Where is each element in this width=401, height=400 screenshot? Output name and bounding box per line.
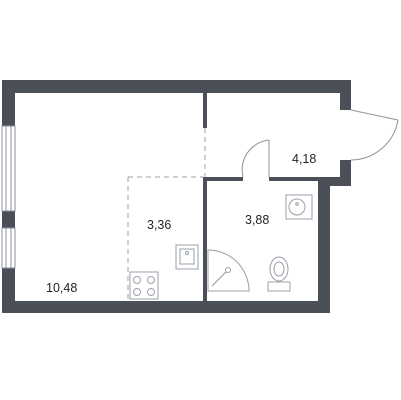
room-area-bathroom: 3,88 xyxy=(245,213,269,227)
stove-icon xyxy=(129,271,159,300)
sink-icon xyxy=(175,244,199,270)
interior-walls xyxy=(203,93,324,308)
room-area-hall: 4,18 xyxy=(292,152,316,166)
bathroom-door xyxy=(241,139,270,178)
room-area-main: 10,48 xyxy=(46,281,77,295)
room-area-kitchen: 3,36 xyxy=(147,218,171,232)
zone-boundaries xyxy=(127,128,206,301)
washbasin-icon xyxy=(285,194,313,220)
exterior-walls xyxy=(2,80,351,313)
window-lower xyxy=(1,227,16,269)
toilet-icon xyxy=(267,256,291,292)
shower-icon xyxy=(207,249,250,292)
window-upper xyxy=(1,125,16,212)
entry-door xyxy=(350,109,399,161)
